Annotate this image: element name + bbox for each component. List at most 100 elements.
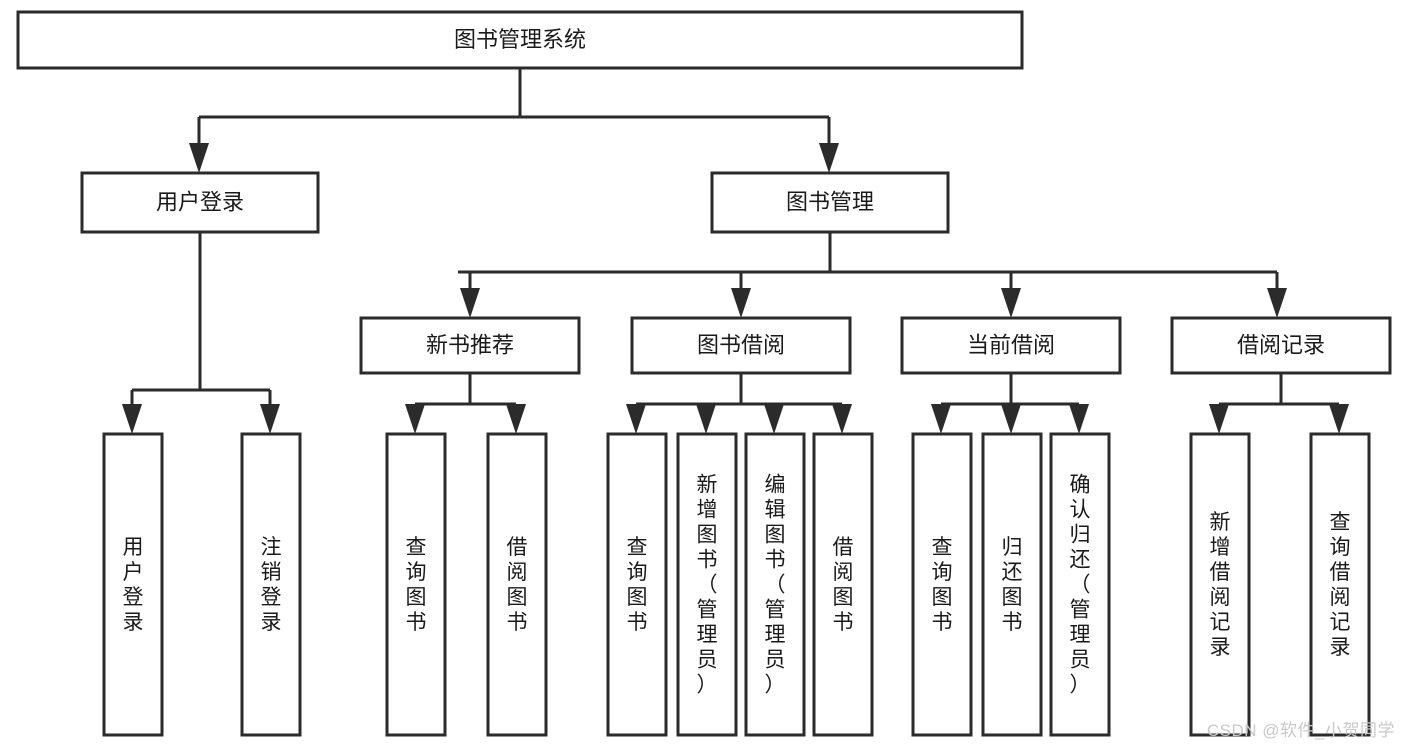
node-user-login-module[interactable]: 用户登录 [80,171,320,234]
node-label-current-borrow: 当前借阅 [967,332,1055,357]
node-layer: 图书管理系统用户登录图书管理新书推荐图书借阅当前借阅借阅记录用户登录注销登录查询… [16,10,1392,737]
node-label-leaf-query-borrow-record-char-0: 查 [1330,511,1351,534]
node-label-leaf-edit-book-admin-char-7: 员 [765,649,786,672]
arrow-to-leaf-add-book-admin-head [696,404,716,434]
node-label-leaf-edit-book-admin-char-5: 管 [765,599,786,622]
node-box-leaf-user-login[interactable] [102,432,164,737]
arrow-to-leaf-query-book-borrow-head [626,404,646,434]
node-box-user-login-module[interactable] [80,171,320,234]
node-borrow-record[interactable]: 借阅记录 [1170,316,1392,375]
node-label-leaf-borrow-book-recommend-char-3: 书 [507,611,528,634]
node-label-leaf-logout-login-char-2: 登 [261,586,282,609]
node-label-leaf-edit-book-admin-char-8: ） [765,674,786,697]
node-box-leaf-query-book-borrow[interactable] [606,432,668,737]
arrow-to-leaf-user-login [122,390,142,434]
node-label-leaf-query-book-borrow-char-0: 查 [627,536,648,559]
node-label-leaf-query-borrow-record-char-2: 借 [1330,561,1351,584]
arrow-to-leaf-borrow-book-head [832,404,852,434]
node-label-leaf-borrow-book-recommend-char-2: 图 [507,586,528,609]
node-box-borrow-record[interactable] [1170,316,1392,375]
node-label-leaf-borrow-book-char-0: 借 [833,536,854,559]
node-new-book-recommend[interactable]: 新书推荐 [359,316,581,375]
arrow-to-leaf-query-book-recommend [405,404,425,434]
arrow-to-leaf-confirm-return-admin-head [1069,404,1089,434]
node-box-leaf-logout-login[interactable] [240,432,302,737]
arrow-to-borrow-record [1267,272,1287,318]
node-label-leaf-add-book-admin-char-8: ） [697,674,718,697]
node-box-leaf-return-book[interactable] [981,432,1043,737]
node-box-leaf-confirm-return-admin[interactable] [1049,432,1111,737]
node-book-borrow[interactable]: 图书借阅 [630,316,852,375]
node-label-leaf-query-book-current-char-1: 询 [932,561,953,584]
node-leaf-user-login[interactable]: 用户登录 [102,432,164,737]
arrow-to-leaf-return-book [1001,404,1021,434]
node-label-leaf-query-book-current-char-0: 查 [932,536,953,559]
arrow-to-leaf-add-borrow-record-head [1209,404,1229,434]
arrow-to-user-login-module [189,117,209,173]
node-label-leaf-borrow-book-char-1: 阅 [833,561,854,584]
node-box-leaf-add-book-admin[interactable] [676,432,738,737]
node-box-leaf-query-borrow-record[interactable] [1309,432,1371,737]
node-label-leaf-query-book-recommend-char-3: 书 [406,611,427,634]
node-box-leaf-borrow-book[interactable] [812,432,874,737]
node-label-borrow-record: 借阅记录 [1237,332,1325,357]
node-label-leaf-add-borrow-record-char-2: 借 [1210,561,1231,584]
node-box-new-book-recommend[interactable] [359,316,581,375]
node-label-user-login-module: 用户登录 [156,189,244,214]
node-label-leaf-add-book-admin-char-4: （ [697,574,718,597]
node-box-book-borrow[interactable] [630,316,852,375]
node-label-leaf-confirm-return-admin-char-0: 确 [1070,474,1091,497]
node-label-leaf-edit-book-admin-char-0: 编 [765,474,786,497]
node-box-leaf-borrow-book-recommend[interactable] [486,432,548,737]
node-box-leaf-query-book-recommend[interactable] [385,432,447,737]
arrow-to-leaf-logout-login [260,390,280,434]
node-box-leaf-query-book-current[interactable] [911,432,973,737]
node-label-leaf-add-borrow-record-char-3: 阅 [1210,586,1231,609]
node-label-leaf-user-login-char-0: 用 [123,536,144,559]
node-book-management-module[interactable]: 图书管理 [710,171,950,234]
node-label-leaf-query-borrow-record-char-5: 录 [1330,636,1351,659]
node-box-book-management-module[interactable] [710,171,950,234]
node-label-leaf-confirm-return-admin-char-7: 员 [1070,649,1091,672]
arrow-to-leaf-query-book-recommend-head [405,404,425,434]
node-label-leaf-edit-book-admin-char-1: 辑 [765,499,786,522]
bus-user-login [132,232,270,392]
arrow-to-new-book-recommend-head [460,288,480,318]
node-current-borrow[interactable]: 当前借阅 [900,316,1122,375]
node-label-leaf-return-book-char-0: 归 [1002,536,1023,559]
node-box-leaf-add-borrow-record[interactable] [1189,432,1251,737]
node-label-leaf-add-book-admin-char-2: 图 [697,524,718,547]
node-label-leaf-add-book-admin-char-7: 员 [697,649,718,672]
node-label-leaf-query-book-recommend-char-0: 查 [406,536,427,559]
node-box-current-borrow[interactable] [900,316,1122,375]
bus-borrow-record [1219,373,1339,406]
node-label-leaf-borrow-book-char-3: 书 [833,611,854,634]
arrow-to-leaf-borrow-book [832,404,852,434]
node-box-leaf-edit-book-admin[interactable] [744,432,806,737]
node-root[interactable]: 图书管理系统 [16,10,1024,70]
arrow-to-current-borrow-head [1001,288,1021,318]
connector-layer [132,68,1339,406]
node-box-root[interactable] [16,10,1024,70]
node-label-leaf-user-login-char-1: 户 [123,561,144,584]
node-label-leaf-edit-book-admin-char-2: 图 [765,524,786,547]
arrow-to-leaf-borrow-book-recommend-head [506,404,526,434]
node-label-leaf-query-book-borrow-char-3: 书 [627,611,648,634]
node-label-leaf-borrow-book-recommend-char-0: 借 [507,536,528,559]
arrow-to-leaf-query-book-borrow [626,404,646,434]
arrow-to-leaf-add-book-admin [696,404,716,434]
bus-book-borrow [636,373,842,406]
arrow-to-leaf-query-borrow-record-head [1329,404,1349,434]
